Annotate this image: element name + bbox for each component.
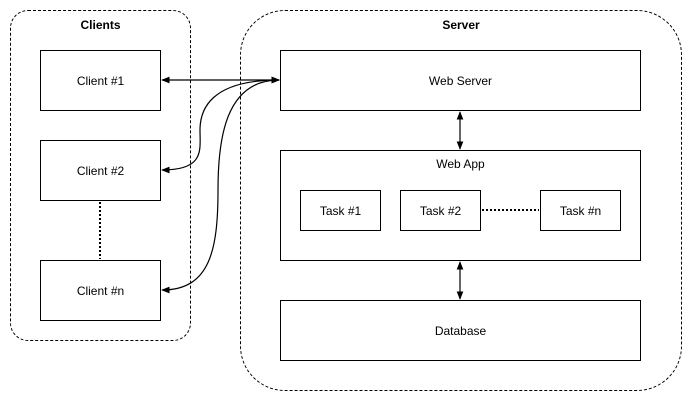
client-2-box: Client #2 — [40, 140, 161, 201]
database-box: Database — [280, 300, 641, 361]
client-n-box: Client #n — [40, 260, 161, 321]
web-app-label: Web App — [436, 157, 485, 171]
clients-group-title: Clients — [80, 18, 121, 32]
web-server-box: Web Server — [280, 50, 641, 111]
task-n-box: Task #n — [540, 190, 621, 231]
server-group-title: Server — [442, 18, 480, 32]
client-1-box: Client #1 — [40, 50, 161, 111]
task-1-box: Task #1 — [300, 190, 381, 231]
task-2-box: Task #2 — [400, 190, 481, 231]
